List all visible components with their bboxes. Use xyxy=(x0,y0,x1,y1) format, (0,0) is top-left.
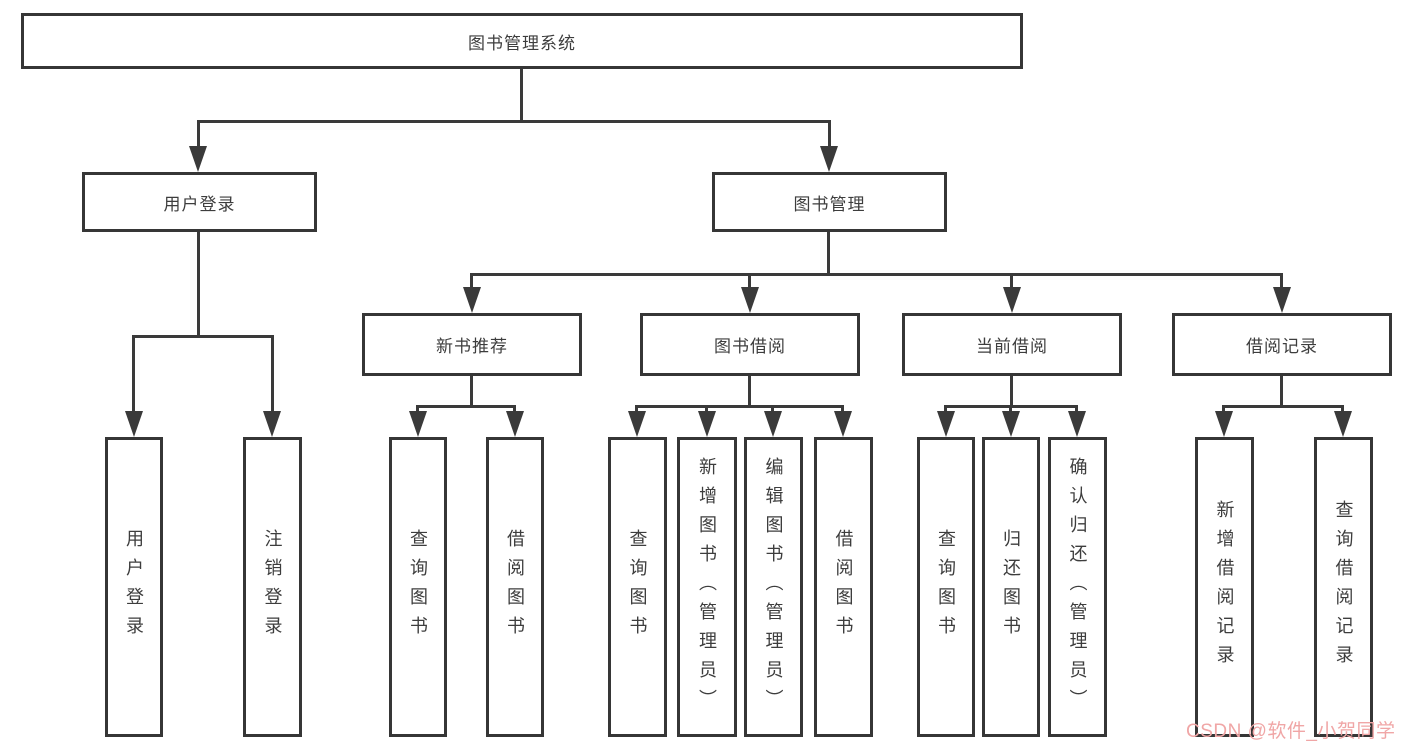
connector-line xyxy=(705,405,708,414)
connector-line xyxy=(1010,376,1013,405)
node-new-books-label: 新书推荐 xyxy=(436,337,508,356)
arrowhead-down-icon xyxy=(409,411,427,437)
leaf-borrowing-borrow: 借阅图书 xyxy=(814,437,873,737)
leaf-newbook-query-label: 查询图书 xyxy=(408,529,428,645)
leaf-record-query-label: 查询借阅记录 xyxy=(1333,500,1354,674)
arrowhead-down-icon xyxy=(1334,411,1352,437)
node-borrowing-label: 图书借阅 xyxy=(714,337,786,356)
connector-line xyxy=(132,335,274,338)
arrowhead-down-icon xyxy=(741,287,759,313)
leaf-current-query: 查询图书 xyxy=(917,437,975,737)
connector-line xyxy=(1010,273,1013,289)
connector-line xyxy=(1280,273,1283,289)
leaf-borrowing-edit-label: 编辑图书（管理员） xyxy=(763,456,784,718)
node-root: 图书管理系统 xyxy=(21,13,1023,69)
arrowhead-down-icon xyxy=(1068,411,1086,437)
leaf-logout: 注销登录 xyxy=(243,437,302,737)
node-user-login: 用户登录 xyxy=(82,172,317,232)
node-user-login-label: 用户登录 xyxy=(163,194,236,214)
connector-line xyxy=(1222,405,1344,408)
node-current-borrow-label: 当前借阅 xyxy=(976,337,1048,356)
leaf-borrowing-query: 查询图书 xyxy=(608,437,667,737)
arrowhead-down-icon xyxy=(506,411,524,437)
connector-line xyxy=(841,405,844,414)
connector-line xyxy=(197,120,831,123)
connector-line xyxy=(520,69,523,120)
connector-line xyxy=(470,376,473,405)
arrowhead-down-icon xyxy=(820,146,838,172)
leaf-record-add: 新增借阅记录 xyxy=(1195,437,1254,737)
connector-line xyxy=(271,335,274,412)
arrowhead-down-icon xyxy=(834,411,852,437)
node-borrow-records: 借阅记录 xyxy=(1172,313,1392,376)
leaf-borrowing-query-label: 查询图书 xyxy=(627,529,648,645)
connector-line xyxy=(827,232,830,273)
leaf-current-confirm-label: 确认归还（管理员） xyxy=(1067,456,1088,718)
node-root-label: 图书管理系统 xyxy=(468,33,576,53)
leaf-logout-label: 注销登录 xyxy=(262,529,283,645)
connector-line xyxy=(828,120,831,150)
node-borrowing: 图书借阅 xyxy=(640,313,860,376)
connector-line xyxy=(1341,405,1344,414)
leaf-newbook-borrow: 借阅图书 xyxy=(486,437,544,737)
leaf-newbook-query: 查询图书 xyxy=(389,437,447,737)
node-book-management: 图书管理 xyxy=(712,172,947,232)
node-current-borrow: 当前借阅 xyxy=(902,313,1122,376)
arrowhead-down-icon xyxy=(1003,287,1021,313)
arrowhead-down-icon xyxy=(125,411,143,437)
connector-line xyxy=(416,405,516,408)
connector-line xyxy=(1009,405,1012,414)
connector-line xyxy=(748,376,751,405)
connector-line xyxy=(471,273,1283,276)
leaf-current-return: 归还图书 xyxy=(982,437,1040,737)
leaf-newbook-borrow-label: 借阅图书 xyxy=(505,529,525,645)
leaf-current-confirm: 确认归还（管理员） xyxy=(1048,437,1107,737)
leaf-borrowing-edit: 编辑图书（管理员） xyxy=(744,437,803,737)
connector-line xyxy=(635,405,638,414)
leaf-user-login-label: 用户登录 xyxy=(124,529,144,645)
arrowhead-down-icon xyxy=(698,411,716,437)
connector-line xyxy=(771,405,774,414)
node-book-management-label: 图书管理 xyxy=(793,194,866,214)
leaf-record-add-label: 新增借阅记录 xyxy=(1214,500,1235,674)
csdn-watermark: CSDN @软件_小贺同学 xyxy=(1186,721,1396,742)
arrowhead-down-icon xyxy=(263,411,281,437)
connector-line xyxy=(1280,376,1283,405)
leaf-record-query: 查询借阅记录 xyxy=(1314,437,1373,737)
connector-line xyxy=(944,405,947,414)
connector-line xyxy=(197,232,200,335)
node-new-books: 新书推荐 xyxy=(362,313,582,376)
arrowhead-down-icon xyxy=(628,411,646,437)
arrowhead-down-icon xyxy=(189,146,207,172)
leaf-borrowing-add-label: 新增图书（管理员） xyxy=(697,456,717,718)
connector-line xyxy=(1075,405,1078,414)
arrowhead-down-icon xyxy=(1215,411,1233,437)
connector-line xyxy=(1222,405,1225,414)
connector-line xyxy=(513,405,516,414)
arrowhead-down-icon xyxy=(937,411,955,437)
leaf-current-return-label: 归还图书 xyxy=(1001,529,1021,645)
leaf-user-login: 用户登录 xyxy=(105,437,163,737)
leaf-borrowing-add: 新增图书（管理员） xyxy=(677,437,737,737)
leaf-borrowing-borrow-label: 借阅图书 xyxy=(833,529,854,645)
connector-line xyxy=(748,273,751,289)
connector-line xyxy=(132,335,135,412)
connector-line xyxy=(635,405,844,408)
arrowhead-down-icon xyxy=(1002,411,1020,437)
connector-line xyxy=(197,120,200,150)
connector-line xyxy=(416,405,419,414)
arrowhead-down-icon xyxy=(764,411,782,437)
arrowhead-down-icon xyxy=(1273,287,1291,313)
connector-line xyxy=(470,273,473,289)
node-borrow-records-label: 借阅记录 xyxy=(1246,337,1318,356)
arrowhead-down-icon xyxy=(463,287,481,313)
leaf-current-query-label: 查询图书 xyxy=(936,529,956,645)
